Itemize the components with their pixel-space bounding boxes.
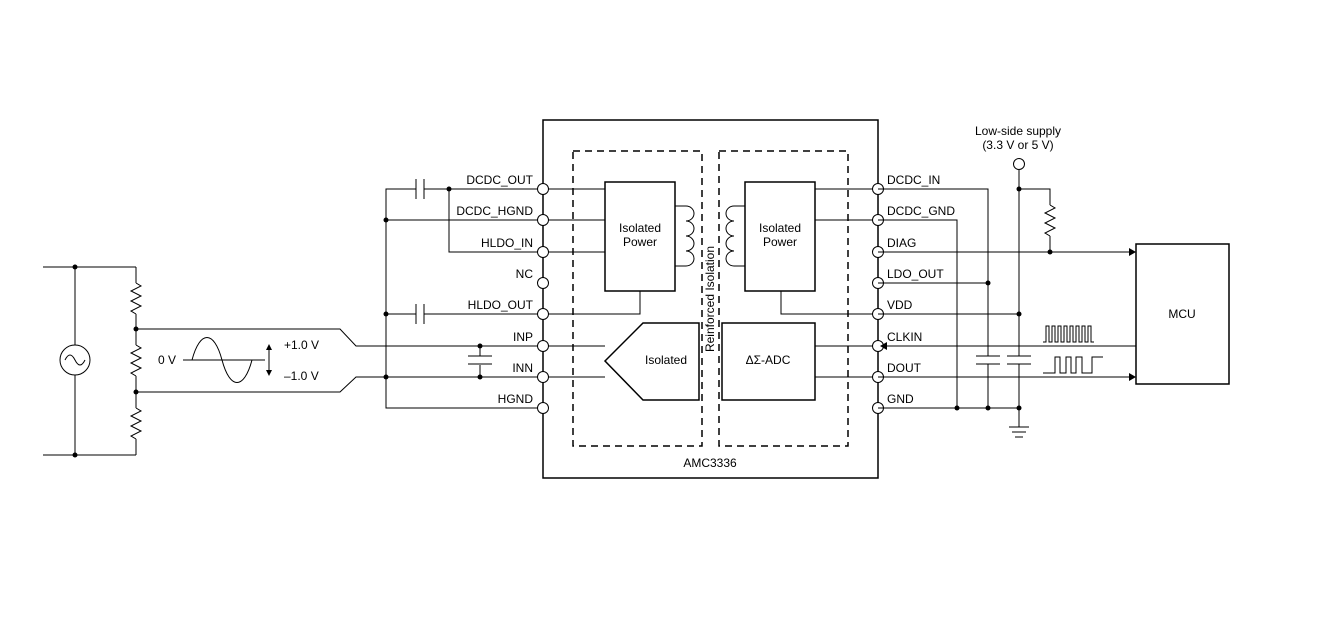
low-side-wiring: Low-side supply (3.3 V or 5 V) [878,124,1136,438]
pin-label-nc: NC [516,267,534,281]
pin-label-dout: DOUT [887,361,922,375]
resistor-icon [129,344,143,377]
pin-inn [537,371,549,383]
isolated-power-high-block: Isolated Power [604,181,676,292]
pin-nc [537,277,549,289]
pin-inp [537,340,549,352]
adc-label: ΔΣ-ADC [746,353,791,367]
pin-label-clkin: CLKIN [887,330,922,344]
pin-dcdc-out [537,183,549,195]
resistor-icon [129,282,143,315]
pin-label-dcdc-hgnd: DCDC_HGND [456,204,533,218]
resistor-icon [1043,204,1057,237]
pin-label-gnd: GND [887,392,914,406]
signal-annotation: 0 V +1.0 V –1.0 V [158,337,319,383]
pin-hldo-out [537,308,549,320]
voltage-divider-source [43,264,543,458]
clock-waveform-icon [1043,325,1094,343]
sine-wave-icon [191,337,253,383]
capacitor-icon [1007,355,1031,365]
data-waveform-icon [1043,356,1103,374]
chip-name: AMC3336 [683,456,737,470]
pin-label-hgnd: HGND [498,392,534,406]
ground-icon [1009,426,1029,438]
iso-power-low-line1: Isolated [759,221,801,235]
transformer-coil-icon [725,205,735,267]
pins-left: DCDC_OUT DCDC_HGND HLDO_IN NC HLDO_OUT INP INN… [456,173,549,414]
pin-hldo-in [537,246,549,258]
iso-power-high-line1: Isolated [619,221,661,235]
pin-label-vdd: VDD [887,298,913,312]
pin-dcdc-hgnd [537,214,549,226]
pin-label-ldo-out: LDO_OUT [887,267,944,281]
pin-label-inp: INP [513,330,533,344]
iso-power-high-line2: Power [623,235,657,249]
resistor-icon [129,407,143,440]
ac-source-icon [59,344,91,376]
pin-label-dcdc-out: DCDC_OUT [466,173,533,187]
capacitor-icon [415,179,425,199]
pin-label-hldo-out: HLDO_OUT [468,298,534,312]
pin-label-hldo-in: HLDO_IN [481,236,533,250]
high-side-wiring [383,179,543,409]
pin-label-dcdc-gnd: DCDC_GND [887,204,955,218]
zero-volt-label: 0 V [158,353,176,367]
mcu-label: MCU [1168,307,1195,321]
isolated-power-low-block: Isolated Power [744,181,816,292]
capacitor-icon [468,355,492,365]
isolated-amplifier-block: Isolated [603,322,700,401]
pin-label-diag: DIAG [887,236,916,250]
barrier-label: Reinforced Isolation [703,246,717,352]
iso-power-low-line2: Power [763,235,797,249]
capacitor-icon [415,304,425,324]
adc-block: ΔΣ-ADC [721,322,816,401]
pos-volt-label: +1.0 V [284,338,319,352]
amc3336-chip: AMC3336 Reinforced Isolation Isolated Po… [542,119,879,479]
supply-label-line1: Low-side supply [975,124,1061,138]
neg-volt-label: –1.0 V [284,369,319,383]
supply-label-line2: (3.3 V or 5 V) [982,138,1053,152]
mcu-block: MCU [1135,243,1230,385]
transformer-coil-icon [685,205,695,267]
capacitor-icon [976,355,1000,365]
pin-hgnd [537,402,549,414]
pin-label-dcdc-in: DCDC_IN [887,173,940,187]
pin-label-inn: INN [512,361,533,375]
isolated-amp-label: Isolated [645,353,687,367]
